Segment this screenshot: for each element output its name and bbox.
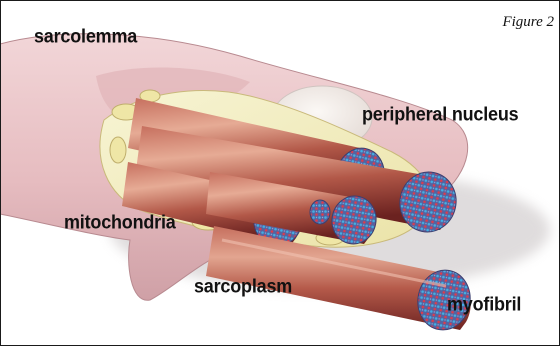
label-peripheral-nucleus: peripheral nucleus — [362, 103, 518, 126]
label-sarcoplasm: sarcoplasm — [194, 275, 292, 298]
figure-caption: Figure 2 — [502, 14, 554, 31]
label-myofibril: myofibril — [447, 293, 521, 316]
label-mitochondria: mitochondria — [64, 211, 176, 234]
label-sarcolemma: sarcolemma — [34, 25, 137, 48]
